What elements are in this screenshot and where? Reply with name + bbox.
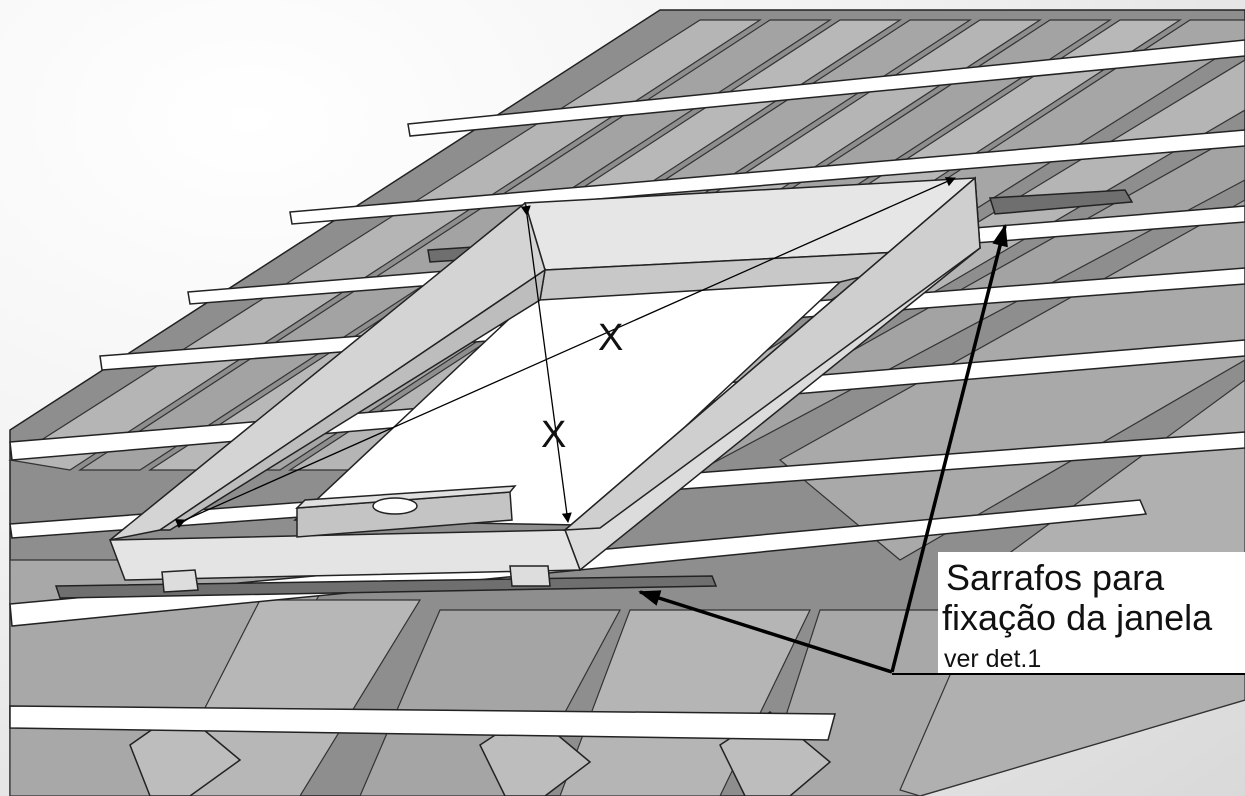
callout-subtitle: fixação da janela	[942, 597, 1213, 638]
height-dimension-line	[520, 205, 572, 523]
diagonal-dimension-label: X	[598, 317, 624, 359]
dimension-lines	[174, 177, 956, 529]
callout-title: Sarrafos para	[946, 557, 1165, 598]
mounting-brackets	[161, 565, 551, 593]
callout-reference: ver det.1	[944, 645, 1042, 673]
callout-leaders	[638, 224, 1008, 674]
height-dimension-label: X	[541, 414, 567, 456]
callout-label-background	[938, 552, 1245, 674]
leader-arrow-top	[890, 224, 1008, 673]
leader-arrow-bottom	[638, 590, 893, 674]
